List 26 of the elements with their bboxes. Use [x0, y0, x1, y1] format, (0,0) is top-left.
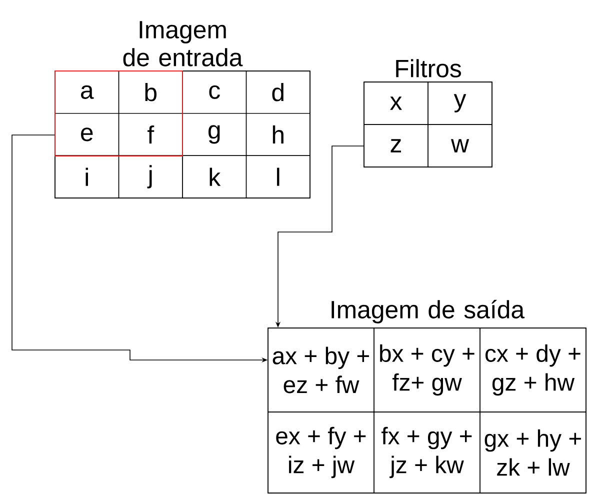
- matrix-cell: j: [118, 155, 183, 198]
- matrix-cell: g: [182, 112, 247, 156]
- matrix-cell: f: [118, 112, 183, 156]
- matrix-cell: y: [428, 82, 492, 125]
- matrix-cell: d: [246, 70, 310, 114]
- formula-cell: gx + hy + zk + lw: [480, 412, 586, 494]
- matrix-cell: x: [364, 82, 428, 125]
- table-title: Filtros: [396, 59, 461, 78]
- table-title: Imagem de saída: [332, 300, 525, 324]
- matrix-cell: c: [182, 70, 247, 114]
- table-title: Imagem de entrada: [123, 21, 243, 66]
- matrix-cell: b: [118, 70, 183, 114]
- matrix-cell: a: [54, 70, 120, 114]
- formula-cell: fx + gy + jz + kw: [374, 412, 480, 494]
- matrix-cell: w: [428, 124, 492, 168]
- formula-cell: ex + fy + iz + jw: [268, 412, 374, 494]
- matrix-cell: l: [246, 155, 310, 198]
- highlight-window: [54, 70, 183, 156]
- matrix-cell: z: [364, 124, 428, 168]
- matrix-cell: i: [54, 155, 120, 198]
- matrix-cell: h: [246, 112, 310, 156]
- formula-cell: ax + by + ez + fw: [268, 328, 374, 412]
- formula-cell: bx + cy + fz+ gw: [374, 328, 480, 412]
- matrix-cell: k: [182, 155, 247, 198]
- matrix-cell: e: [54, 112, 120, 156]
- formula-cell: cx + dy + gz + hw: [480, 328, 586, 412]
